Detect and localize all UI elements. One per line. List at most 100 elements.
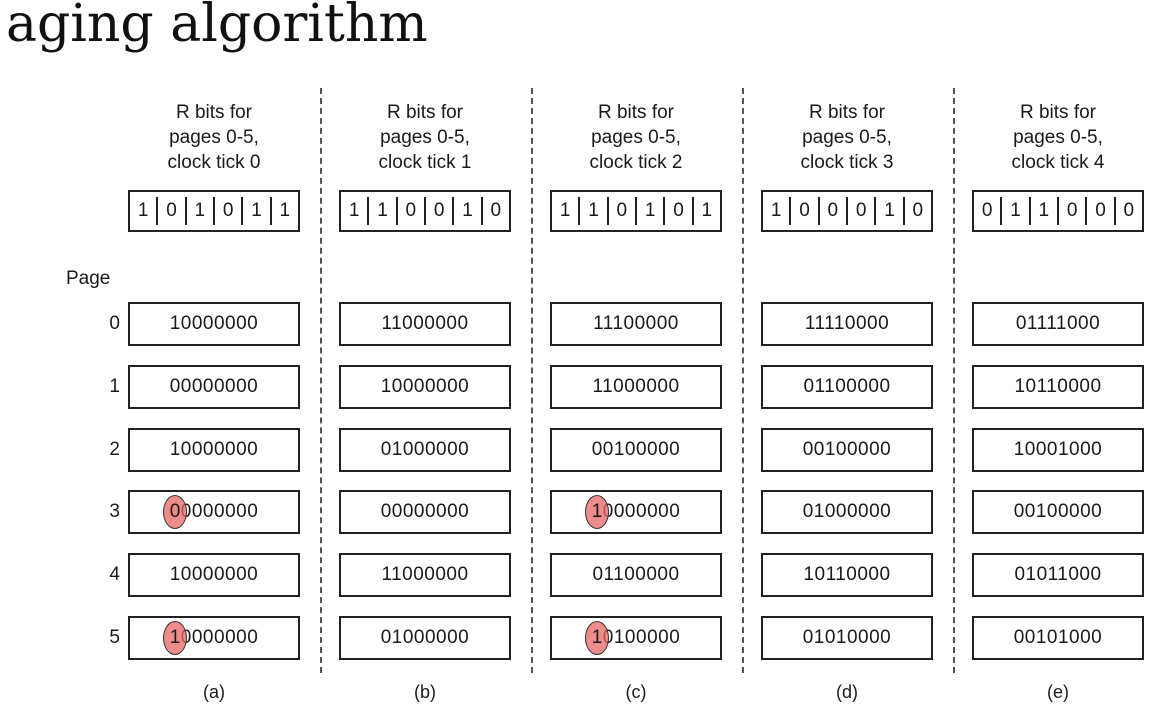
counter-value: 11000000: [592, 376, 680, 397]
counter-first-digit: 1: [585, 495, 610, 529]
age-counter-page-1: 11000000: [550, 365, 722, 409]
r-bit-cell: 1: [634, 197, 663, 225]
column-tick-label: clock tick 0: [167, 152, 261, 173]
page-number-3: 3: [109, 501, 120, 522]
r-bit-cell: 1: [452, 197, 480, 225]
r-bit-cell: 0: [845, 197, 874, 225]
age-counter-page-3: 10000000: [550, 490, 722, 534]
r-bit-cell: 1: [367, 197, 395, 225]
counter-value: 01010000: [802, 627, 892, 648]
column-divider: [742, 88, 744, 673]
counter-value: 10000000: [380, 376, 470, 397]
age-counter-page-1: 00000000: [128, 365, 300, 409]
counter-value: 10000000: [169, 564, 259, 585]
counter-value: 00100000: [802, 439, 892, 460]
counter-digits: 00000000: [163, 495, 259, 529]
column-header-line: R bits for: [808, 102, 886, 123]
r-bit-cell: 0: [981, 200, 993, 221]
age-counter-page-2: 01000000: [339, 428, 511, 472]
counter-value: 01000000: [380, 627, 470, 648]
age-counter-page-4: 11000000: [339, 553, 511, 597]
page-title: aging algorithm: [6, 0, 428, 54]
r-bit-cell: 1: [1000, 197, 1028, 225]
counter-value: 00100000: [591, 439, 681, 460]
age-counter-page-3: 00000000: [128, 490, 300, 534]
r-bit-cell: 0: [1113, 197, 1142, 225]
age-counter-page-0: 10000000: [128, 302, 300, 346]
counter-value: 10110000: [1014, 376, 1102, 397]
r-bit-cell: 1: [348, 200, 360, 221]
r-bit-cell: 1: [241, 197, 269, 225]
counter-value: 01111000: [1015, 313, 1101, 334]
counter-rest-digits: 0100000: [602, 627, 681, 648]
column-divider: [320, 88, 322, 673]
r-bit-cell: 1: [1028, 197, 1057, 225]
r-bit-cell: 0: [1085, 197, 1113, 225]
counter-rest-digits: 0000000: [602, 501, 681, 522]
age-counter-page-3: 00100000: [972, 490, 1144, 534]
r-bit-cell: 0: [423, 197, 452, 225]
counter-digits: 10000000: [585, 495, 681, 529]
counter-value: 10001000: [1013, 439, 1103, 460]
column-label: (a): [203, 682, 225, 702]
r-bit-cell: 0: [156, 197, 184, 225]
age-counter-page-0: 11100000: [550, 302, 722, 346]
age-counter-page-5: 10100000: [550, 616, 722, 660]
counter-value: 00000000: [380, 501, 470, 522]
age-counter-page-5: 10000000: [128, 616, 300, 660]
page-number-0: 0: [109, 313, 120, 334]
r-bit-cell: 1: [578, 197, 606, 225]
counter-value: 11100000: [593, 313, 679, 334]
counter-digits: 10100000: [585, 621, 681, 655]
counter-value: 11000000: [381, 313, 469, 334]
r-bit-cell: 0: [789, 197, 817, 225]
column-tick-label: clock tick 3: [800, 152, 894, 173]
r-bit-cell: 0: [817, 197, 846, 225]
age-counter-page-0: 01111000: [972, 302, 1144, 346]
counter-first-digit: 1: [585, 621, 610, 655]
age-counter-page-4: 10110000: [761, 553, 933, 597]
counter-digits: 10000000: [163, 621, 259, 655]
column-divider: [531, 88, 533, 673]
column-header-line: pages 0-5,: [380, 127, 470, 148]
page-column-header: Page: [66, 268, 111, 289]
page-number-4: 4: [109, 564, 120, 585]
highlight-marker-icon: [163, 621, 188, 655]
age-counter-page-0: 11000000: [339, 302, 511, 346]
counter-rest-digits: 0000000: [180, 627, 259, 648]
age-counter-page-5: 01010000: [761, 616, 933, 660]
age-counter-page-1: 10110000: [972, 365, 1144, 409]
column-header-line: pages 0-5,: [169, 127, 259, 148]
r-bit-cell: 1: [691, 197, 720, 225]
r-bit-cell: 0: [663, 197, 691, 225]
age-counter-page-4: 01100000: [550, 553, 722, 597]
column-label: (e): [1047, 682, 1069, 702]
age-counter-page-4: 01011000: [972, 553, 1144, 597]
age-counter-page-5: 00101000: [972, 616, 1144, 660]
r-bit-cell: 1: [184, 197, 213, 225]
counter-value: 10000000: [169, 439, 259, 460]
column-label: (c): [625, 682, 647, 702]
column-header-line: R bits for: [386, 102, 464, 123]
age-counter-page-5: 01000000: [339, 616, 511, 660]
r-bit-cell: 1: [874, 197, 902, 225]
age-counter-page-2: 00100000: [761, 428, 933, 472]
counter-value: 10000000: [169, 313, 259, 334]
r-bit-cell: 0: [1056, 197, 1085, 225]
column-header-line: pages 0-5,: [591, 127, 681, 148]
counter-value: 11000000: [381, 564, 469, 585]
counter-value: 01100000: [803, 376, 891, 397]
column-tick-label: clock tick 1: [378, 152, 472, 173]
counter-first-digit: 1: [163, 621, 188, 655]
highlight-marker-icon: [585, 621, 610, 655]
